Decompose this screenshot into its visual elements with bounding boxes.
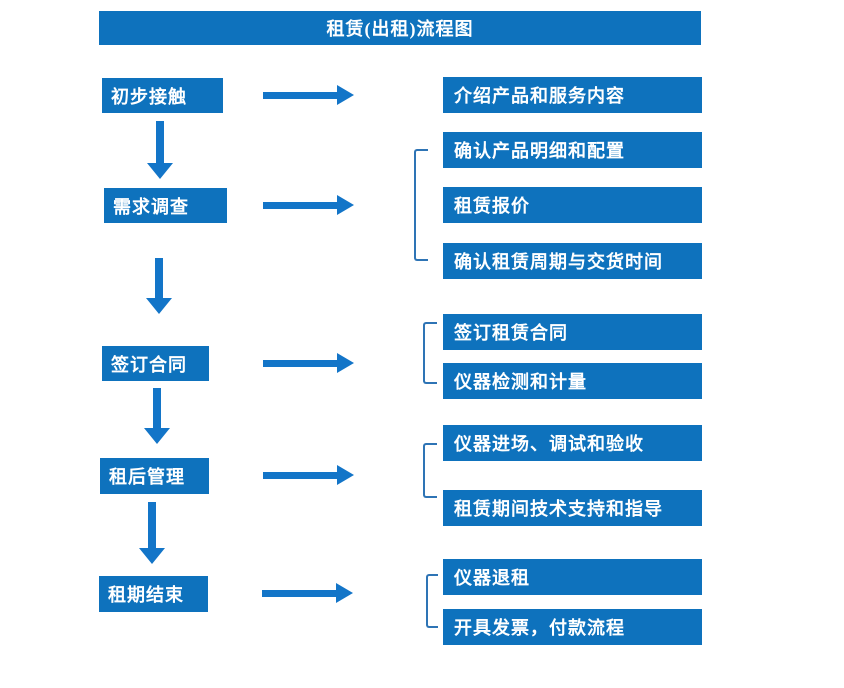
step-box-rental-end: 租期结束: [99, 576, 208, 612]
step-box-post-rental-management: 租后管理: [100, 458, 209, 494]
arrow-shaft: [153, 388, 161, 431]
group-bracket: [426, 574, 438, 628]
group-bracket: [423, 322, 437, 384]
arrow-head: [147, 163, 173, 179]
arrow-shaft: [263, 472, 339, 479]
right-arrow-icon: [263, 465, 354, 485]
arrow-head: [337, 353, 354, 373]
detail-box-confirm-details-config: 确认产品明细和配置: [443, 132, 702, 168]
right-arrow-icon: [262, 583, 353, 603]
down-arrow-icon: [144, 388, 170, 444]
step-box-contract-signing: 签订合同: [102, 346, 209, 381]
detail-box-instrument-inspection: 仪器检测和计量: [443, 363, 702, 399]
title-bar: 租赁(出租)流程图: [99, 11, 701, 45]
arrow-shaft: [148, 502, 156, 551]
detail-box-tech-support: 租赁期间技术支持和指导: [443, 490, 702, 526]
arrow-head: [337, 465, 354, 485]
detail-box-invoice-payment: 开具发票，付款流程: [443, 609, 702, 645]
detail-box-instrument-return: 仪器退租: [443, 559, 702, 595]
down-arrow-icon: [139, 502, 165, 564]
down-arrow-icon: [147, 121, 173, 179]
right-arrow-icon: [263, 85, 354, 105]
detail-box-rental-quote: 租赁报价: [443, 187, 702, 223]
arrow-head: [146, 298, 172, 314]
detail-box-introduce-products: 介绍产品和服务内容: [443, 77, 702, 113]
arrow-shaft: [156, 121, 164, 166]
detail-box-instrument-setup-acceptance: 仪器进场、调试和验收: [443, 425, 702, 461]
arrow-shaft: [263, 92, 339, 99]
arrow-head: [144, 428, 170, 444]
arrow-head: [336, 583, 353, 603]
arrow-head: [337, 85, 354, 105]
group-bracket: [423, 443, 437, 498]
right-arrow-icon: [263, 195, 354, 215]
step-box-initial-contact: 初步接触: [102, 78, 223, 113]
arrow-shaft: [263, 202, 339, 209]
arrow-shaft: [155, 258, 163, 301]
detail-box-sign-rental-contract: 签订租赁合同: [443, 314, 702, 350]
group-bracket: [414, 149, 428, 261]
arrow-shaft: [262, 590, 338, 597]
arrow-head: [139, 548, 165, 564]
detail-box-confirm-period-delivery: 确认租赁周期与交货时间: [443, 243, 702, 279]
right-arrow-icon: [263, 353, 354, 373]
arrow-shaft: [263, 360, 339, 367]
arrow-head: [337, 195, 354, 215]
step-box-demand-survey: 需求调查: [104, 188, 227, 223]
page-title: 租赁(出租)流程图: [326, 19, 474, 39]
down-arrow-icon: [146, 258, 172, 314]
